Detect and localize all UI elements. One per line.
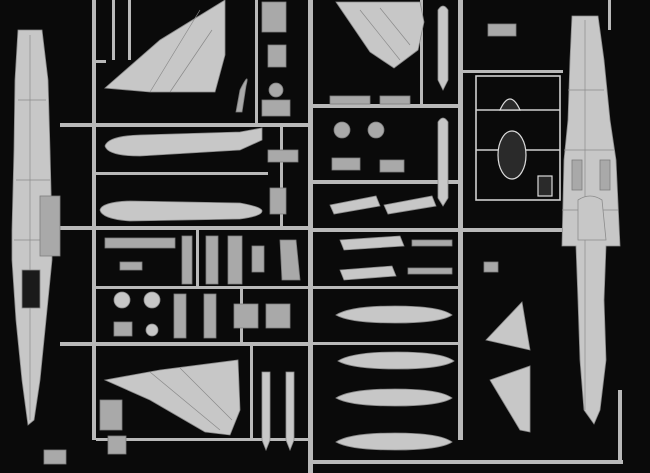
horizontal-stabilizer-lower [103,359,241,436]
fuselage-half-left [11,29,61,426]
small-parts-upper-middle [235,1,299,215]
small-parts-right-middle [329,121,499,281]
drop-tank-upper-1 [104,127,263,157]
right-sprue-frame [313,0,623,464]
clear-parts-frame [475,75,561,201]
drop-tank-upper-2 [99,200,263,222]
small-parts-middle-row [104,235,301,339]
small-parts-top-right [329,23,517,105]
small-stores-lower [43,371,295,465]
wing-panel-top-right [335,1,425,69]
wing-panel-lower-right [485,301,531,433]
drop-tank-lower-4 [335,432,453,451]
missile-upper-2 [437,117,449,207]
drop-tank-lower-2 [337,351,455,370]
vertical-fin-top [104,0,226,93]
left-sprue-frame [60,0,313,473]
drop-tank-lower-3 [335,388,453,407]
missile-upper-1 [437,5,449,91]
drop-tank-lower-1 [335,305,453,324]
fuselage-half-right [561,15,621,425]
